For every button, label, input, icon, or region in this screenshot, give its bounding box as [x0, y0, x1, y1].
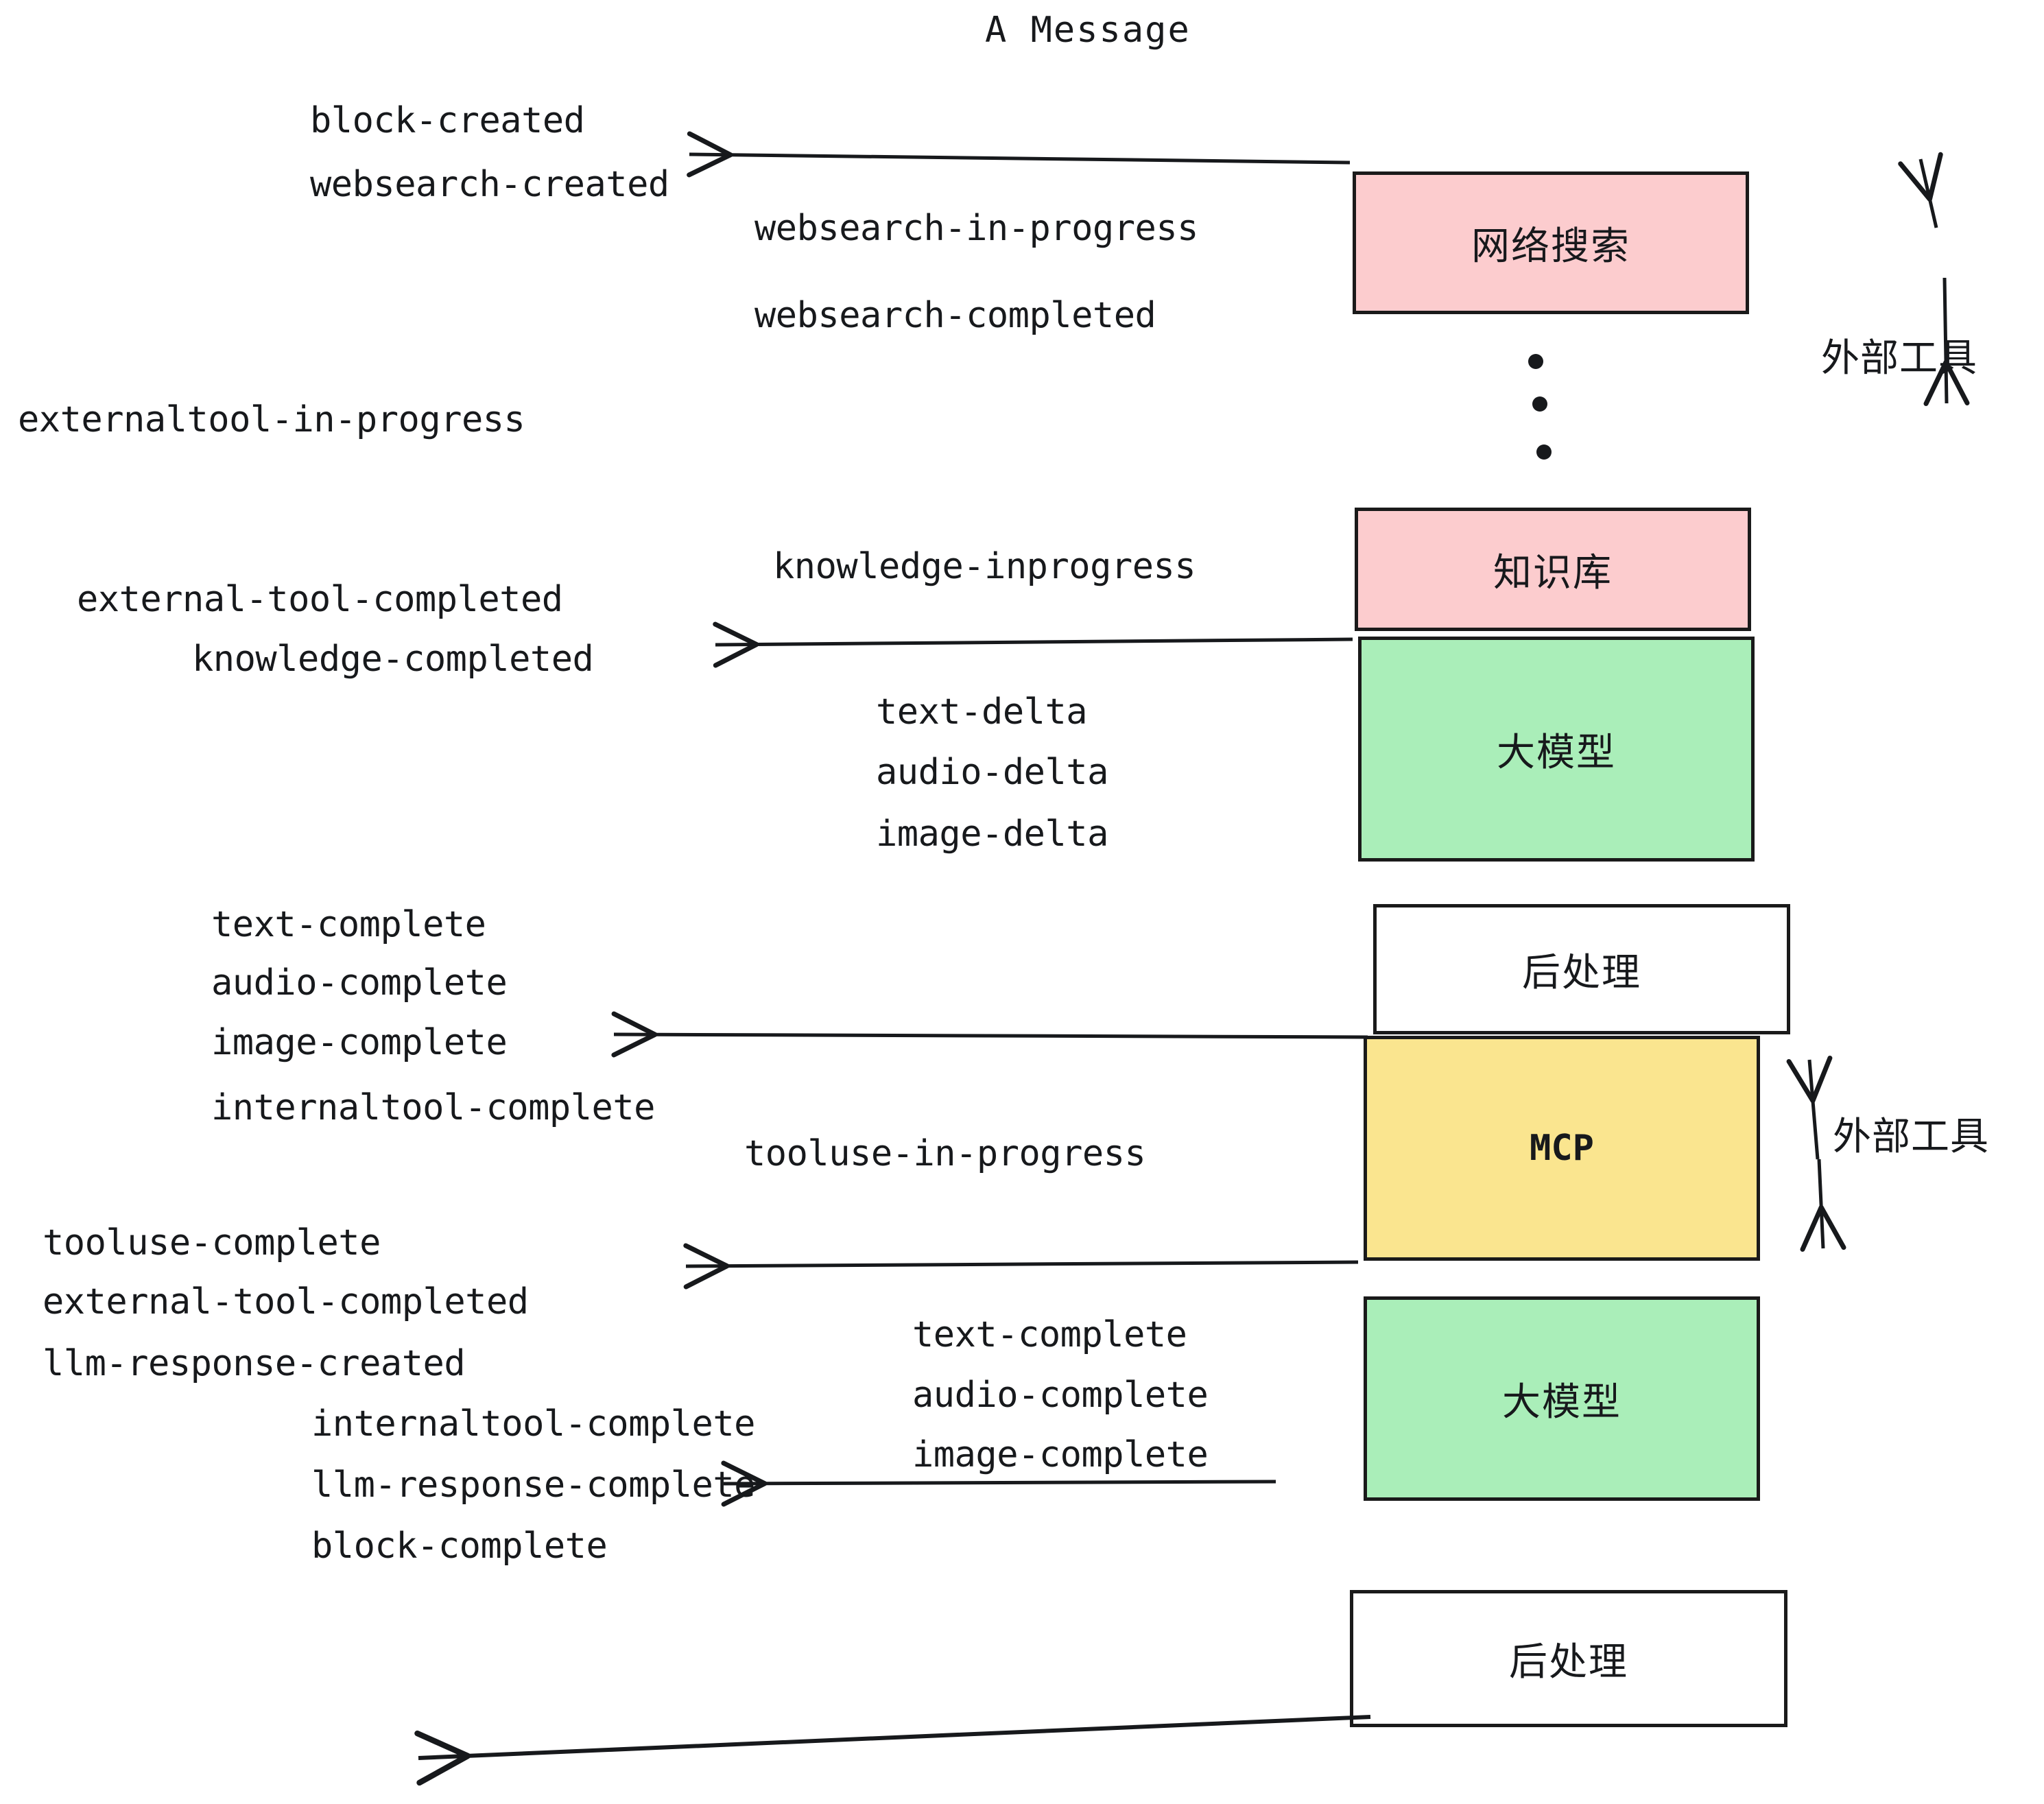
event-label-text-complete-1: text-complete — [211, 904, 486, 945]
event-label-image-delta-1: image-delta — [876, 814, 1108, 855]
event-label-websearch-in-progress: websearch-in-progress — [754, 208, 1198, 249]
event-label-tooluse-complete: tooluse-complete — [43, 1222, 381, 1263]
event-label-image-complete-2: block-complete — [311, 1526, 608, 1567]
event-label-image-delta-2: image-complete — [912, 1434, 1209, 1475]
arrow-external-tool-top-up — [1898, 152, 1943, 228]
arrow-knowledge-to-stream — [713, 621, 1353, 668]
box-llm-1[interactable]: 大模型 — [1358, 637, 1755, 862]
event-label-audio-delta-2: audio-complete — [912, 1375, 1209, 1416]
side-label-external-tool-bottom: 外部工具 — [1833, 1115, 1989, 1159]
side-label-external-tool-top: 外部工具 — [1821, 336, 1977, 381]
box-label-knowledge: 知识库 — [1493, 550, 1613, 595]
arrow-postprocess2-to-block-complete — [414, 1715, 1371, 1786]
event-label-audio-complete-1: audio-complete — [211, 962, 508, 1004]
event-label-external-tool-completed-2: external-tool-completed — [43, 1281, 529, 1322]
box-label-mcp: MCP — [1530, 1128, 1594, 1169]
box-postprocess-2[interactable]: 后处理 — [1350, 1590, 1787, 1727]
arrow-mcp-to-stream — [683, 1243, 1359, 1290]
page-title: A Message — [985, 10, 1191, 51]
box-websearch[interactable]: 网络搜索 — [1353, 171, 1749, 314]
arrow-llm1-to-stream — [611, 1011, 1368, 1058]
arrow-llm2-to-stream — [721, 1460, 1276, 1507]
ellipsis-dot-1 — [1528, 354, 1543, 369]
event-label-external-tool-completed: external-tool-completed — [77, 579, 563, 620]
box-llm-2[interactable]: 大模型 — [1364, 1296, 1760, 1501]
event-label-internaltool-complete-1: internaltool-complete — [211, 1087, 655, 1128]
box-postprocess-1[interactable]: 后处理 — [1373, 904, 1790, 1034]
box-label-llm-2: 大模型 — [1502, 1379, 1621, 1425]
arrow-external-tool-bottom-up — [1786, 1056, 1833, 1160]
ellipsis-dot-3 — [1536, 444, 1552, 460]
event-label-text-complete-2: internaltool-complete — [311, 1403, 755, 1445]
ellipsis-dot-2 — [1532, 396, 1547, 412]
event-label-knowledge-inprogress: knowledge-inprogress — [773, 546, 1196, 587]
arrow-external-tool-bottom-down — [1800, 1159, 1846, 1252]
box-mcp[interactable]: MCP — [1364, 1036, 1760, 1261]
arrow-websearch-to-stream — [687, 131, 1351, 178]
box-label-llm-1: 大模型 — [1497, 730, 1616, 775]
event-label-image-complete-1: image-complete — [211, 1022, 508, 1063]
event-label-knowledge-completed: knowledge-completed — [192, 639, 594, 680]
box-label-postprocess-1: 后处理 — [1522, 950, 1641, 995]
event-label-websearch-created: websearch-created — [310, 164, 669, 205]
event-label-llm-response-created: llm-response-created — [43, 1343, 466, 1384]
event-label-tooluse-in-progress: tooluse-in-progress — [744, 1133, 1146, 1174]
event-label-audio-delta-1: audio-delta — [876, 752, 1108, 793]
event-label-externaltool-in-progress: externaltool-in-progress — [18, 399, 525, 440]
box-knowledge[interactable]: 知识库 — [1355, 508, 1751, 631]
event-label-text-delta-1: text-delta — [876, 691, 1088, 733]
event-label-text-delta-2: text-complete — [912, 1314, 1187, 1355]
box-label-postprocess-2: 后处理 — [1509, 1639, 1628, 1685]
event-label-websearch-completed: websearch-completed — [754, 295, 1156, 336]
box-label-websearch: 网络搜索 — [1471, 224, 1630, 269]
event-label-block-created: block-created — [310, 100, 585, 141]
event-label-audio-complete-2: llm-response-complete — [311, 1464, 755, 1506]
